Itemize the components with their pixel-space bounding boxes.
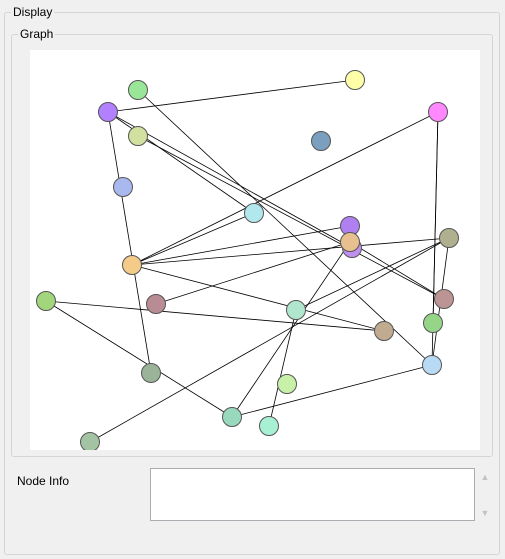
graph-edge xyxy=(107,111,353,249)
graph-node-n5[interactable] xyxy=(128,126,148,146)
graph-node-n15[interactable] xyxy=(146,294,166,314)
graph-edge xyxy=(107,111,255,214)
display-group-title: Display xyxy=(11,5,55,19)
graph-edge xyxy=(107,79,356,113)
graph-node-n8[interactable] xyxy=(244,203,264,223)
graph-edge xyxy=(89,237,450,443)
graph-edge xyxy=(137,135,445,300)
graph-node-n18[interactable] xyxy=(434,289,454,309)
graph-edge xyxy=(45,300,233,418)
graph-edge xyxy=(131,212,255,266)
graph-node-n12[interactable] xyxy=(340,232,360,252)
graph-edge xyxy=(131,237,450,266)
graph-edge xyxy=(137,89,433,366)
graph-edge xyxy=(107,111,152,374)
graph-edge xyxy=(231,241,351,418)
chevron-up-icon[interactable]: ▲ xyxy=(480,472,490,482)
graph-edge xyxy=(45,300,385,332)
graph-node-n16[interactable] xyxy=(286,300,306,320)
graph-edge xyxy=(131,264,385,332)
graph-edge xyxy=(131,111,439,266)
graph-node-n24[interactable] xyxy=(259,416,279,436)
graph-edge xyxy=(295,237,450,311)
graph-node-n17[interactable] xyxy=(374,321,394,341)
graph-group: Graph xyxy=(11,27,493,457)
graph-node-n6[interactable] xyxy=(311,131,331,151)
node-info-textbox[interactable] xyxy=(150,468,475,521)
graph-edge xyxy=(349,241,445,300)
graph-node-n7[interactable] xyxy=(113,177,133,197)
graph-node-n3[interactable] xyxy=(98,102,118,122)
graph-node-n22[interactable] xyxy=(422,355,442,375)
graph-node-n1[interactable] xyxy=(128,80,148,100)
graph-node-n20[interactable] xyxy=(141,363,161,383)
graph-node-n23[interactable] xyxy=(222,407,242,427)
graph-node-n4[interactable] xyxy=(428,102,448,122)
graph-edge xyxy=(432,111,439,324)
graph-node-n2[interactable] xyxy=(345,70,365,90)
graph-node-n11[interactable] xyxy=(122,255,142,275)
graph-edge xyxy=(231,364,433,418)
graph-canvas[interactable] xyxy=(30,50,480,450)
graph-node-n13[interactable] xyxy=(439,228,459,248)
graph-node-n25[interactable] xyxy=(80,432,100,451)
graph-node-n19[interactable] xyxy=(423,313,443,333)
graph-edge xyxy=(155,241,351,305)
graph-group-title: Graph xyxy=(18,27,56,41)
display-group: Display xyxy=(4,5,500,555)
node-info-label: Node Info xyxy=(17,474,70,488)
graph-node-n21[interactable] xyxy=(277,374,297,394)
chevron-down-icon[interactable]: ▼ xyxy=(480,508,490,518)
graph-edge xyxy=(131,225,351,266)
graph-node-n14[interactable] xyxy=(36,291,56,311)
